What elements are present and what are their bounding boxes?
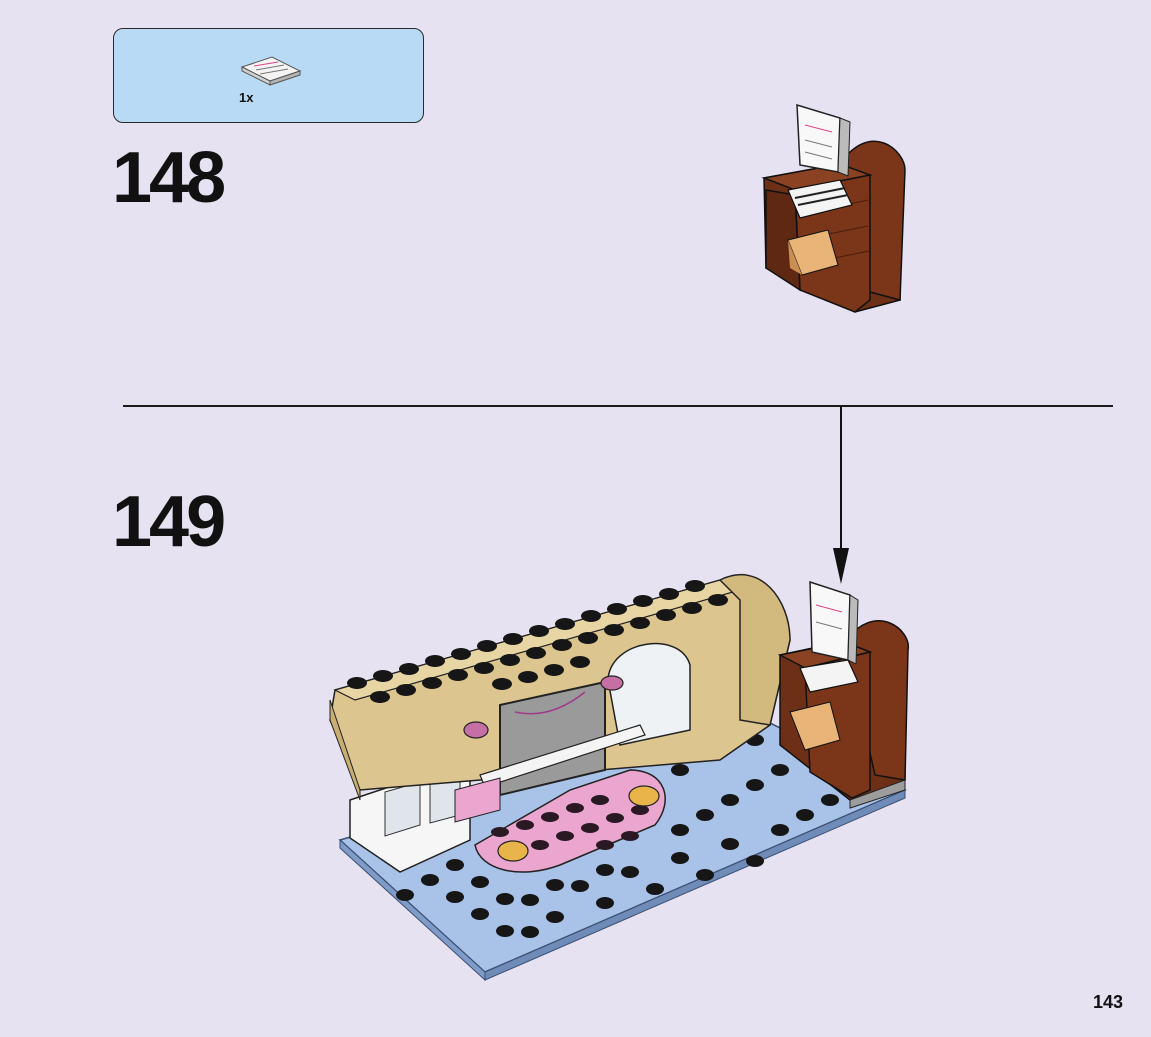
step-number-148: 148 [112,138,226,218]
room-assembly-step-149 [329,573,909,982]
step-divider [123,405,1113,407]
piano-assembly-step-148 [761,103,906,313]
parts-callout: 1x [113,28,424,123]
sheet-music-tile-icon [240,56,302,86]
placement-arrow [833,406,849,584]
page-number: 143 [1092,992,1123,1012]
step-number-149: 149 [112,482,226,562]
part-quantity: 1x [239,90,254,105]
